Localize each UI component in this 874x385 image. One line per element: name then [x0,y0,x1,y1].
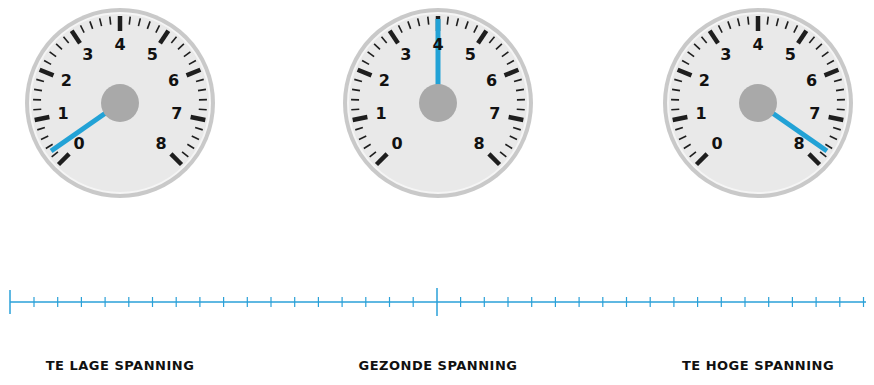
scale-number: 3 [720,47,731,63]
voltage-gauge: 01 23 4 56 78 [660,5,856,201]
scale-number: 4 [114,37,125,53]
scale-number: 8 [473,136,484,152]
voltage-gauge: 01 23 4 56 78 [22,5,218,201]
scale-number: 2 [379,73,390,89]
scale-number: 4 [432,37,443,53]
scale-number: 0 [711,136,722,152]
scale-number: 5 [785,47,796,63]
scale-number: 6 [168,73,179,89]
scale-number: 1 [376,106,387,122]
scale-number: 1 [696,106,707,122]
scale-number: 7 [171,106,182,122]
zone-caption: TE HOGE SPANNING [682,358,834,373]
voltage-gauge: 01 23 4 56 78 [340,5,536,201]
scale-number: 0 [73,136,84,152]
scale-number: 8 [155,136,166,152]
gauge-face [340,5,536,201]
scale-number: 6 [806,73,817,89]
scale-number: 2 [61,73,72,89]
scale-number: 2 [699,73,710,89]
gauge-face [22,5,218,201]
scale-number: 5 [465,47,476,63]
scale-number: 7 [809,106,820,122]
scale-number: 1 [58,106,69,122]
scale-number: 5 [147,47,158,63]
scale-number: 0 [391,136,402,152]
scale-number: 3 [82,47,93,63]
scale-number: 3 [400,47,411,63]
scale-number: 7 [489,106,500,122]
gauge-face [660,5,856,201]
scale-number: 6 [486,73,497,89]
scale-number: 4 [752,37,763,53]
zone-caption: GEZONDE SPANNING [358,358,517,373]
zone-caption: TE LAGE SPANNING [46,358,195,373]
scale-number: 8 [793,136,804,152]
